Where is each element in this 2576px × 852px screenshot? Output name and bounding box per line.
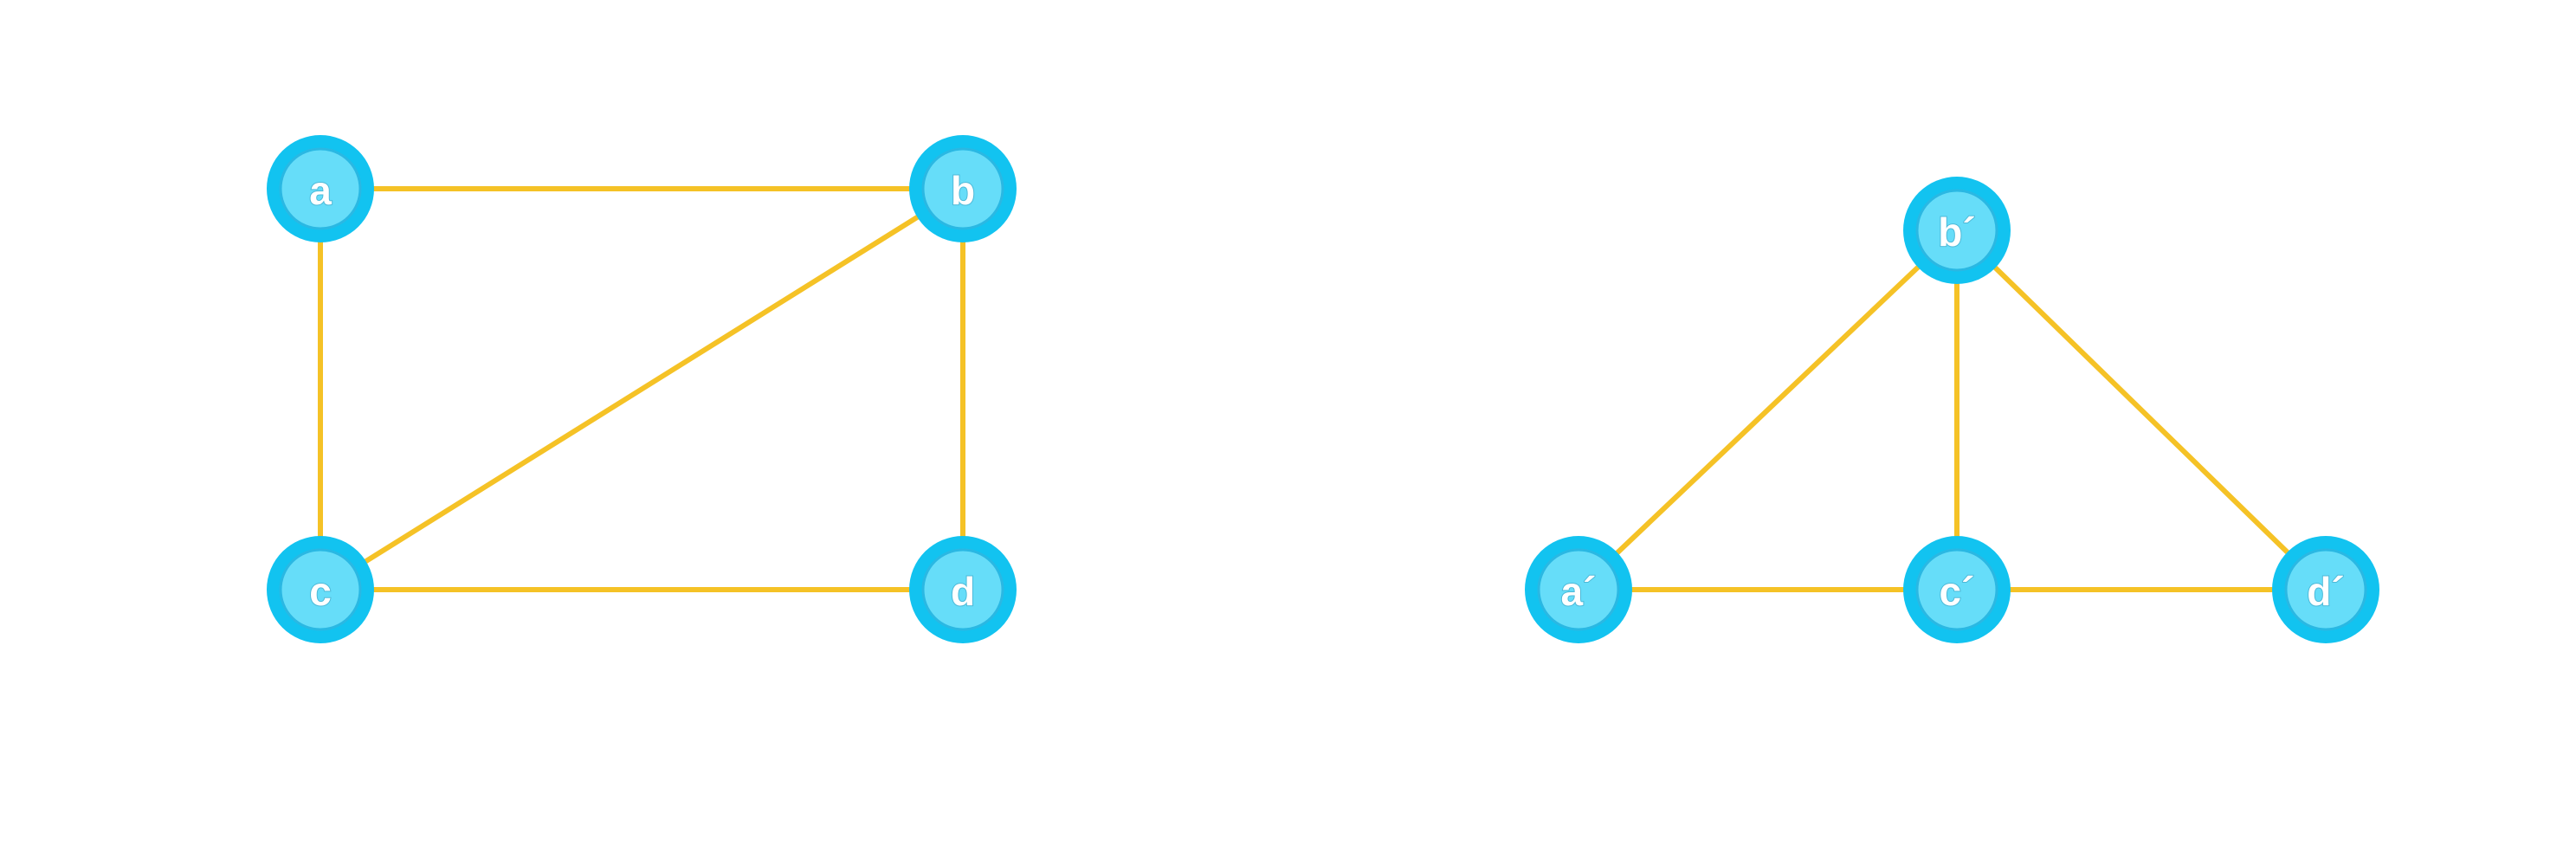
node-core xyxy=(921,147,1004,230)
node-c: c xyxy=(267,536,374,643)
node-b: b xyxy=(909,135,1017,242)
node-a: a xyxy=(267,135,374,242)
nodes-layer: a b c d a´ b´ c´ d´ xyxy=(267,135,2379,643)
node-label: d´ xyxy=(2307,569,2344,614)
node-c2: c´ xyxy=(1903,536,2011,643)
node-core xyxy=(1537,548,1620,631)
edge-b2-a2 xyxy=(1576,228,1959,592)
node-a2: a´ xyxy=(1525,536,1632,643)
node-label: c xyxy=(309,569,332,614)
node-label: d xyxy=(951,569,975,614)
node-b2: b´ xyxy=(1903,177,2011,284)
node-label: b´ xyxy=(1938,210,1975,255)
node-label: c´ xyxy=(1940,569,1975,614)
node-label: a´ xyxy=(1561,569,1597,614)
node-core xyxy=(279,548,362,631)
node-label: b xyxy=(951,168,975,213)
node-core xyxy=(279,147,362,230)
node-core xyxy=(921,548,1004,631)
node-d2: d´ xyxy=(2272,536,2379,643)
edges-layer xyxy=(318,186,2328,592)
node-label: a xyxy=(309,168,332,213)
edge-b2-d2 xyxy=(1954,228,2328,592)
node-core xyxy=(1915,189,1998,272)
edge-b-c xyxy=(318,186,965,592)
node-core xyxy=(1915,548,1998,631)
node-d: d xyxy=(909,536,1017,643)
node-core xyxy=(2284,548,2367,631)
